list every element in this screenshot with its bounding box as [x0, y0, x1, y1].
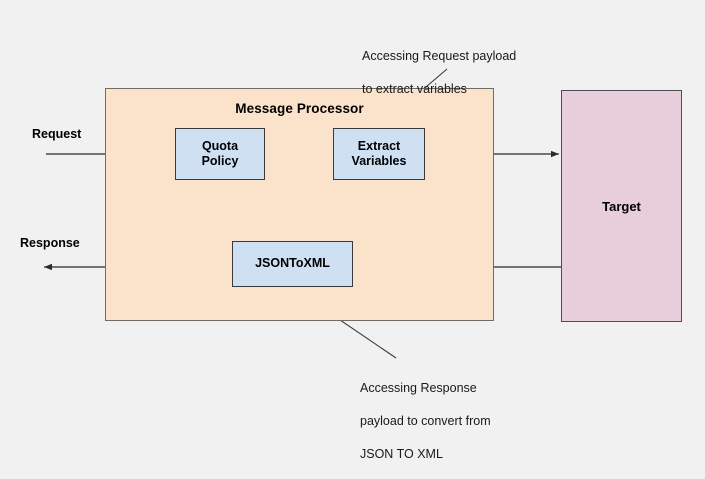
node-target[interactable]: Target	[561, 90, 682, 322]
node-jsontoxml-label: JSONToXML	[255, 256, 330, 271]
annotation-request-payload: Accessing Request payload to extract var…	[362, 31, 516, 114]
node-quota-policy[interactable]: Quota Policy	[175, 128, 265, 180]
node-extract-variables-label: Extract Variables	[351, 138, 407, 168]
label-response: Response	[20, 236, 80, 250]
annotation-response-line-2: payload to convert from	[360, 413, 491, 428]
diagram-canvas: Message Processor Quota Policy Extract V…	[20, 31, 682, 461]
annotation-response-line-1: Accessing Response	[360, 380, 477, 395]
message-processor-title: Message Processor	[235, 101, 364, 116]
node-quota-policy-label: Quota Policy	[201, 138, 239, 168]
annotation-request-line-1: Accessing Request payload	[362, 48, 517, 63]
annotation-response-line-3: JSON TO XML	[360, 446, 443, 461]
node-jsontoxml[interactable]: JSONToXML	[232, 241, 353, 287]
node-target-label: Target	[602, 198, 641, 214]
annotation-request-line-2: to extract variables	[362, 81, 467, 96]
annotation-response-payload: Accessing Response payload to convert fr…	[360, 363, 491, 479]
node-extract-variables[interactable]: Extract Variables	[333, 128, 425, 180]
label-request: Request	[32, 127, 82, 141]
